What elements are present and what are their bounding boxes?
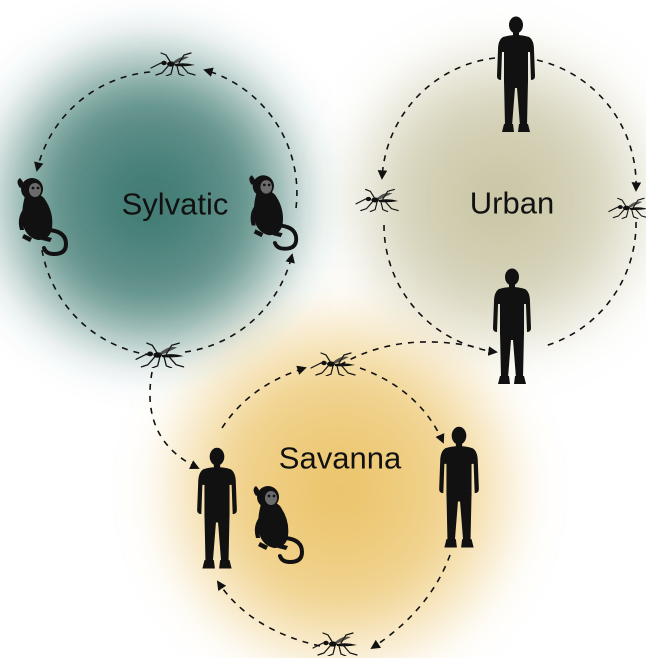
savanna-label: Savanna — [279, 443, 401, 474]
sylvatic-label: Sylvatic — [122, 189, 229, 220]
urban-label: Urban — [470, 188, 554, 219]
